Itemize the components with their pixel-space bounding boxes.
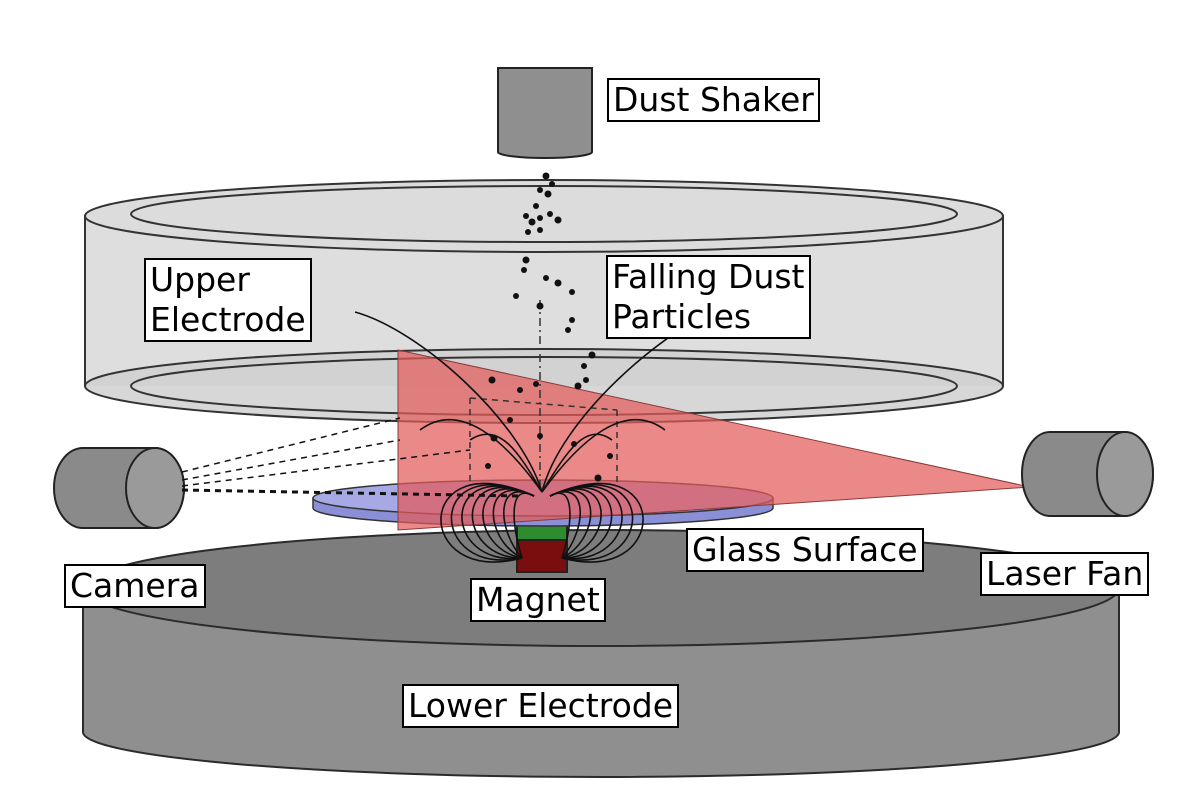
camera-label: Camera [64, 564, 206, 608]
camera-sight-lines [181, 417, 521, 498]
falling-dust-label-line2: Particles [612, 297, 752, 336]
dust-shaker-label: Dust Shaker [607, 78, 820, 122]
dust-shaker [497, 67, 593, 159]
laser-fan-label: Laser Fan [980, 552, 1150, 596]
lower-electrode [82, 529, 1120, 778]
magnet [516, 523, 568, 573]
dust-particles [485, 172, 613, 482]
upper-electrode-label-line1: Upper [150, 260, 250, 299]
laser-fan-source [1021, 431, 1154, 517]
falling-dust-label-line1: Falling Dust [612, 257, 805, 296]
lower-electrode-label: Lower Electrode [402, 684, 680, 728]
glass-surface-label: Glass Surface [686, 528, 924, 572]
laser-fan-beam [397, 349, 1031, 531]
magnet-label: Magnet [470, 578, 606, 622]
upper-electrode-label-line2: Electrode [150, 300, 306, 339]
upper-electrode-label: Upper Electrode [144, 258, 312, 342]
falling-dust-label: Falling Dust Particles [606, 255, 811, 339]
camera [53, 447, 185, 529]
